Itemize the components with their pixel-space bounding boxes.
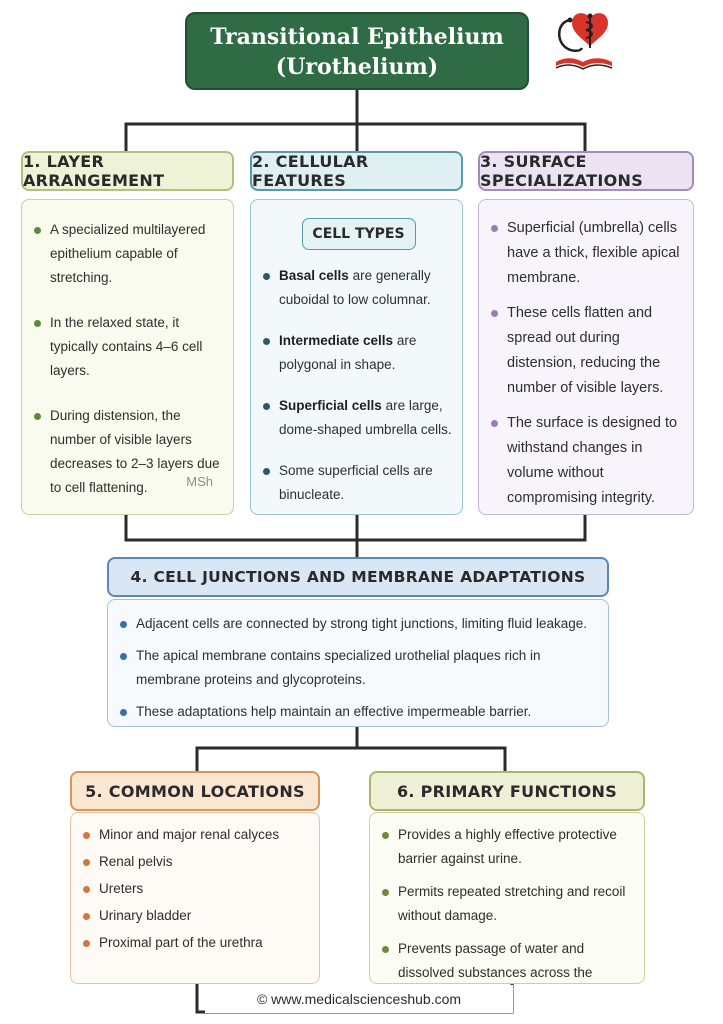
bullet-icon — [263, 338, 270, 345]
section-header-primary-functions: 6. PRIMARY FUNCTIONS — [369, 771, 645, 811]
section-header-layer-arrangement: 1. LAYER ARRANGEMENT — [21, 151, 234, 191]
list-item: Superficial cells are large, dome-shaped… — [261, 394, 456, 442]
cell-type-description: are generally cuboidal to low columnar. — [279, 268, 431, 307]
section-panel-layer-arrangement: A specialized multilayered epithelium ca… — [21, 199, 234, 515]
list-item: Minor and major renal calyces — [81, 823, 311, 847]
cell-type-description: Some superficial cells are binucleate. — [279, 463, 433, 502]
section-header-common-locations: 5. COMMON LOCATIONS — [70, 771, 320, 811]
title-line-2: (Urothelium) — [275, 54, 439, 80]
list-item-text: Proximal part of the urethra — [99, 935, 263, 950]
list-item: Ureters — [81, 877, 311, 901]
list-item: Some superficial cells are binucleate. — [261, 459, 456, 507]
page-title: Transitional Epithelium (Urothelium) — [185, 12, 529, 90]
bullet-icon — [491, 420, 498, 427]
bullet-icon — [83, 913, 90, 920]
heart-stethoscope-book-icon — [555, 13, 613, 70]
list-item-text: These cells flatten and spread out durin… — [507, 305, 664, 396]
bullet-icon — [34, 413, 41, 420]
cell-type-description: are polygonal in shape. — [279, 333, 417, 372]
section-header-cellular-features: 2. CELLULAR FEATURES — [250, 151, 463, 191]
cell-type-name: Intermediate cells — [279, 333, 394, 348]
list-item-text: The surface is designed to withstand cha… — [507, 415, 678, 506]
bullet-icon — [83, 886, 90, 893]
list-item: Proximal part of the urethra — [81, 931, 311, 955]
list-item-text: The apical membrane contains specialized… — [136, 648, 541, 687]
list-item-text: Ureters — [99, 881, 144, 896]
cell-type-name: Basal cells — [279, 268, 349, 283]
list-item: Renal pelvis — [81, 850, 311, 874]
cell-types-label: CELL TYPES — [301, 218, 416, 250]
list-item-text: Adjacent cells are connected by strong t… — [136, 616, 588, 631]
list-item: Adjacent cells are connected by strong t… — [118, 612, 598, 636]
bullet-icon — [382, 832, 389, 839]
list-item: Superficial (umbrella) cells have a thic… — [489, 216, 685, 291]
list-item: These adaptations help maintain an effec… — [118, 700, 598, 724]
list-item: A specialized multilayered epithelium ca… — [32, 218, 225, 290]
section-panel-cellular-features: CELL TYPES Basal cells are generally cub… — [250, 199, 463, 515]
section-panel-cell-junctions: Adjacent cells are connected by strong t… — [107, 599, 609, 727]
bullet-icon — [120, 709, 127, 716]
list-item-text: In the relaxed state, it typically conta… — [50, 315, 203, 378]
section-header-surface-specializations: 3. SURFACE SPECIALIZATIONS — [478, 151, 694, 191]
list-item: In the relaxed state, it typically conta… — [32, 311, 225, 383]
bullet-icon — [120, 653, 127, 660]
bullet-icon — [34, 320, 41, 327]
watermark: MSh — [186, 474, 213, 489]
list-item-text: Renal pelvis — [99, 854, 173, 869]
bullet-icon — [263, 273, 270, 280]
bullet-icon — [34, 227, 41, 234]
list-item-text: Urinary bladder — [99, 908, 192, 923]
bullet-icon — [382, 946, 389, 953]
list-item: Permits repeated stretching and recoil w… — [380, 880, 636, 928]
list-item-text: A specialized multilayered epithelium ca… — [50, 222, 206, 285]
list-item: Urinary bladder — [81, 904, 311, 928]
list-item-text: Provides a highly effective protective b… — [398, 827, 617, 866]
section-panel-primary-functions: Provides a highly effective protective b… — [369, 812, 645, 1004]
list-item: Basal cells are generally cuboidal to lo… — [261, 264, 456, 312]
list-item-text: Superficial (umbrella) cells have a thic… — [507, 220, 680, 286]
footer-copyright: © www.medicalscienceshub.com — [205, 985, 513, 1013]
bullet-icon — [491, 225, 498, 232]
bullet-icon — [83, 859, 90, 866]
cell-type-name: Superficial cells — [279, 398, 382, 413]
list-item: Intermediate cells are polygonal in shap… — [261, 329, 456, 377]
bullet-icon — [83, 940, 90, 947]
bullet-icon — [382, 889, 389, 896]
bullet-icon — [491, 310, 498, 317]
list-item: These cells flatten and spread out durin… — [489, 301, 685, 401]
section-panel-common-locations: Minor and major renal calyces Renal pelv… — [70, 812, 320, 984]
bullet-icon — [263, 403, 270, 410]
list-item: The apical membrane contains specialized… — [118, 644, 598, 692]
bullet-icon — [263, 468, 270, 475]
list-item-text: Minor and major renal calyces — [99, 827, 280, 842]
section-panel-surface-specializations: Superficial (umbrella) cells have a thic… — [478, 199, 694, 515]
list-item-text: During distension, the number of visible… — [50, 408, 220, 495]
list-item: During distension, the number of visible… — [32, 404, 225, 500]
list-item: Provides a highly effective protective b… — [380, 823, 636, 871]
section-header-cell-junctions: 4. CELL JUNCTIONS AND MEMBRANE ADAPTATIO… — [107, 557, 609, 597]
list-item-text: Permits repeated stretching and recoil w… — [398, 884, 626, 923]
title-line-1: Transitional Epithelium — [210, 24, 504, 50]
bullet-icon — [120, 621, 127, 628]
bullet-icon — [83, 832, 90, 839]
list-item: The surface is designed to withstand cha… — [489, 411, 685, 511]
cell-type-description: are large, dome-shaped umbrella cells. — [279, 398, 452, 437]
list-item-text: These adaptations help maintain an effec… — [136, 704, 532, 719]
